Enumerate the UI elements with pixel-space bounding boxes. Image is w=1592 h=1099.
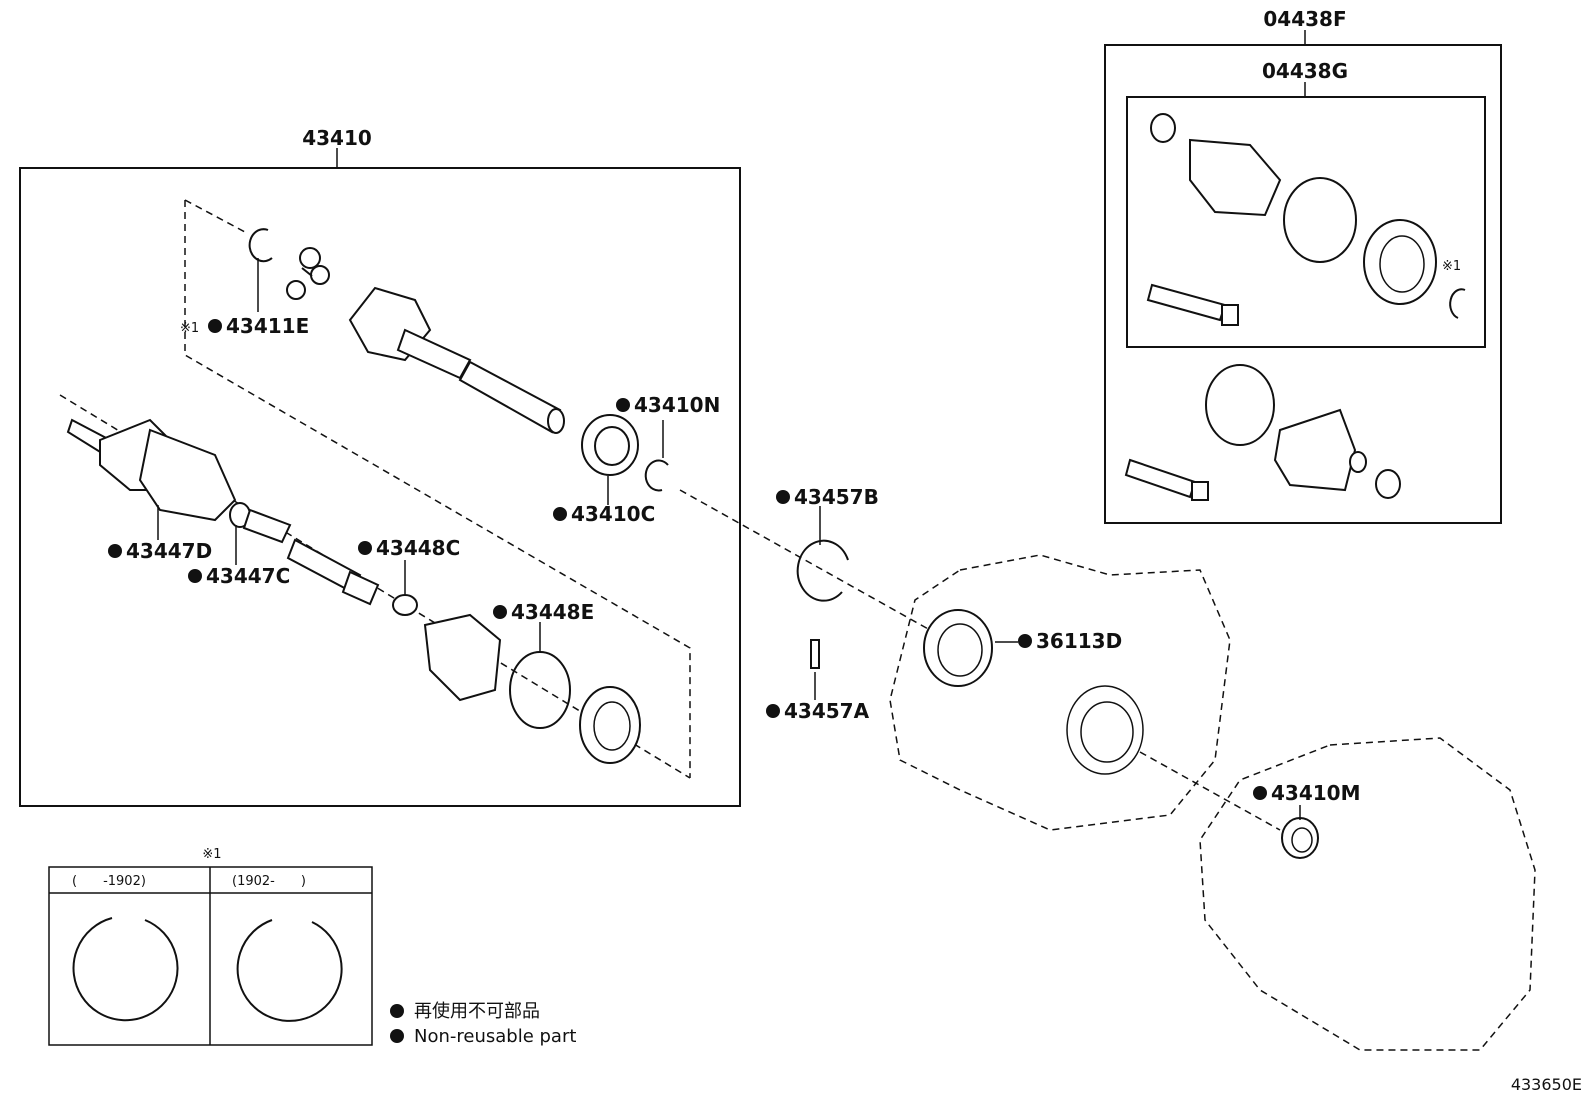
kit-inner-label: 04438G (1262, 59, 1348, 83)
label-43457A: 43457A (784, 699, 870, 723)
kit-outer-parts (1124, 364, 1401, 501)
kit-inner-frame (1126, 96, 1486, 348)
note-table-title: ※1 (202, 847, 221, 862)
oil-seal-43410C (581, 414, 639, 476)
label-43448C: 43448C (376, 536, 460, 560)
legend-en: Non-reusable part (414, 1026, 576, 1047)
legend-dot (390, 1004, 404, 1018)
snap-ring-43411E (248, 228, 273, 312)
label-43410M: 43410M (1271, 781, 1360, 805)
label-43411E: 43411E (226, 314, 309, 338)
clamp-43448C (392, 560, 418, 616)
assembly-frame (19, 167, 741, 807)
figure-code: 433650E (1511, 1075, 1582, 1094)
outboard-cv-joint (66, 418, 380, 606)
kit-outer-label: 04438F (1263, 7, 1346, 31)
tripod-joint (286, 247, 330, 300)
engine-outline (1199, 737, 1536, 1051)
label-43457B: 43457B (794, 485, 879, 509)
snap-ring-43410N (644, 420, 669, 492)
kit-inner-parts (1146, 113, 1466, 326)
kit-note: ※1 (1442, 259, 1461, 274)
legend-jp: 再使用不可部品 (414, 1001, 540, 1022)
non-reusable-marker (208, 319, 222, 333)
bolt-43457A (810, 639, 820, 700)
assembly-label: 43410 (302, 126, 372, 150)
label-43448E: 43448E (511, 600, 594, 624)
snap-ring-43457B (796, 506, 849, 602)
inboard-joint-shaft (348, 286, 565, 434)
alignment-line (679, 489, 931, 631)
exploded-outline (184, 200, 691, 778)
label-36113D: 36113D (1036, 629, 1122, 653)
label-43447C: 43447C (206, 564, 290, 588)
kit-outer-frame (1104, 44, 1502, 524)
note-col2: (1902- ) (232, 874, 306, 889)
label-43410C: 43410C (571, 502, 655, 526)
label-43410N: 43410N (634, 393, 720, 417)
boot-band-43448E (509, 622, 571, 729)
note-col1: ( -1902) (72, 874, 146, 889)
seal-43410M (1281, 805, 1319, 859)
label-43447D: 43447D (126, 539, 212, 563)
transaxle-case (889, 554, 1231, 831)
svg-text:※1: ※1 (180, 321, 199, 336)
inboard-cover (579, 686, 641, 764)
ring-type-early (72, 917, 179, 1022)
inboard-boot (423, 613, 502, 702)
ring-type-late (236, 919, 343, 1022)
